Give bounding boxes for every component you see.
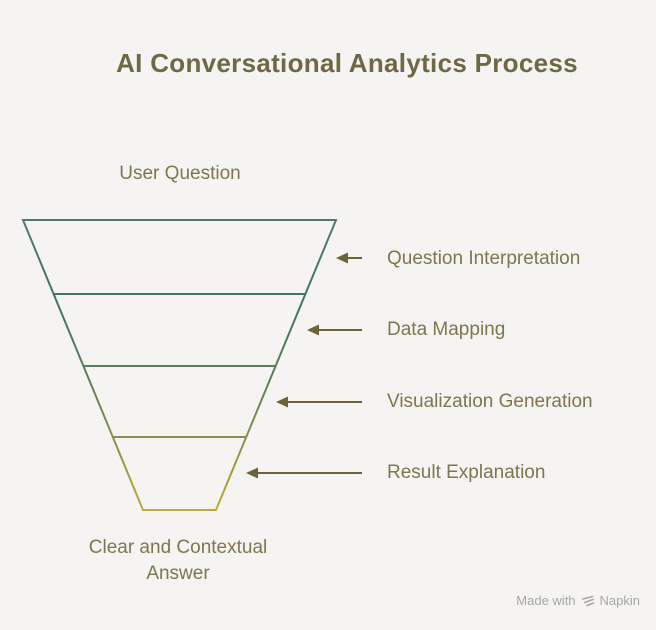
- funnel-outline: [21, 219, 338, 511]
- arrow-question-interpretation: [336, 252, 362, 264]
- page-title: AI Conversational Analytics Process: [116, 48, 578, 78]
- funnel-input-label: User Question: [119, 163, 241, 184]
- arrow-result-explanation: [246, 467, 362, 479]
- stage-label-data-mapping: Data Mapping: [387, 319, 506, 340]
- arrow-data-mapping: [307, 324, 362, 336]
- stage-label-visualization-generation: Visualization Generation: [387, 391, 593, 412]
- napkin-logo-icon: [581, 594, 595, 608]
- arrow-visualization-generation: [276, 396, 362, 408]
- funnel-output-label: Clear and Contextual Answer: [88, 537, 268, 584]
- stage-label-question-interpretation: Question Interpretation: [387, 248, 581, 269]
- stage-label-result-explanation: Result Explanation: [387, 462, 546, 483]
- napkin-watermark[interactable]: Made with Napkin: [516, 593, 640, 608]
- watermark-prefix: Made with: [516, 593, 576, 608]
- watermark-brand: Napkin: [599, 593, 640, 608]
